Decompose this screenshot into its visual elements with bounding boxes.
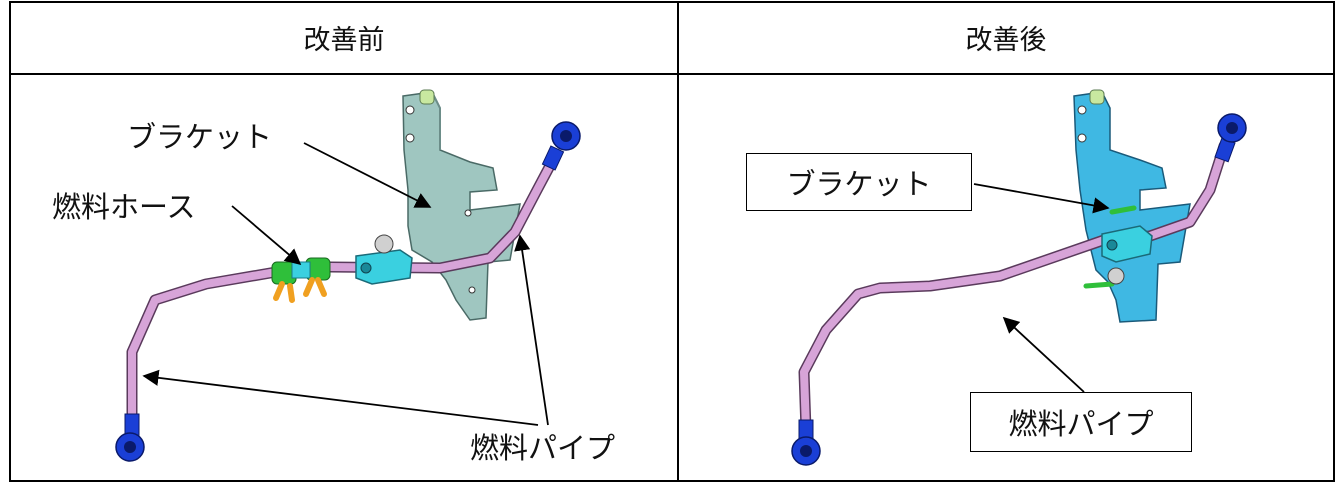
before-banjo-bottom: [115, 413, 145, 462]
after-banjo-top: [1214, 113, 1247, 163]
before-label-bracket: ブラケット: [127, 120, 273, 154]
table-border-header: [9, 73, 1335, 75]
after-arrow-pipe: [1002, 316, 1085, 393]
after-label-bracket: ブラケット: [746, 153, 972, 211]
before-fuel-hose: [271, 257, 331, 303]
before-arrow-bracket: [303, 142, 432, 208]
before-arrow-hose: [231, 205, 302, 266]
after-bracket: [1073, 89, 1191, 323]
before-label-fuel-hose: 燃料ホース: [52, 190, 196, 224]
after-arrow-bracket: [973, 183, 1110, 214]
before-banjo-top: [541, 121, 581, 171]
table-border-right: [1333, 1, 1335, 482]
after-fitting: [1101, 225, 1153, 285]
table-border-top: [9, 1, 1335, 3]
table-border-bottom: [9, 480, 1335, 482]
before-fitting: [355, 234, 413, 285]
after-label-fuel-pipe: 燃料パイプ: [970, 392, 1192, 452]
before-arrow-pipe-right: [514, 234, 549, 426]
before-fuel-pipe: [126, 154, 559, 426]
before-label-fuel-pipe: 燃料パイプ: [470, 431, 616, 465]
header-before: 改善前: [303, 24, 385, 56]
table-border-middle: [677, 1, 679, 482]
header-after: 改善後: [965, 24, 1047, 56]
after-banjo-bottom: [791, 419, 821, 466]
after-fuel-pipe: [798, 140, 1230, 436]
table-border-left: [9, 1, 11, 482]
before-arrow-pipe-left: [142, 369, 539, 426]
before-bracket: [402, 89, 521, 321]
